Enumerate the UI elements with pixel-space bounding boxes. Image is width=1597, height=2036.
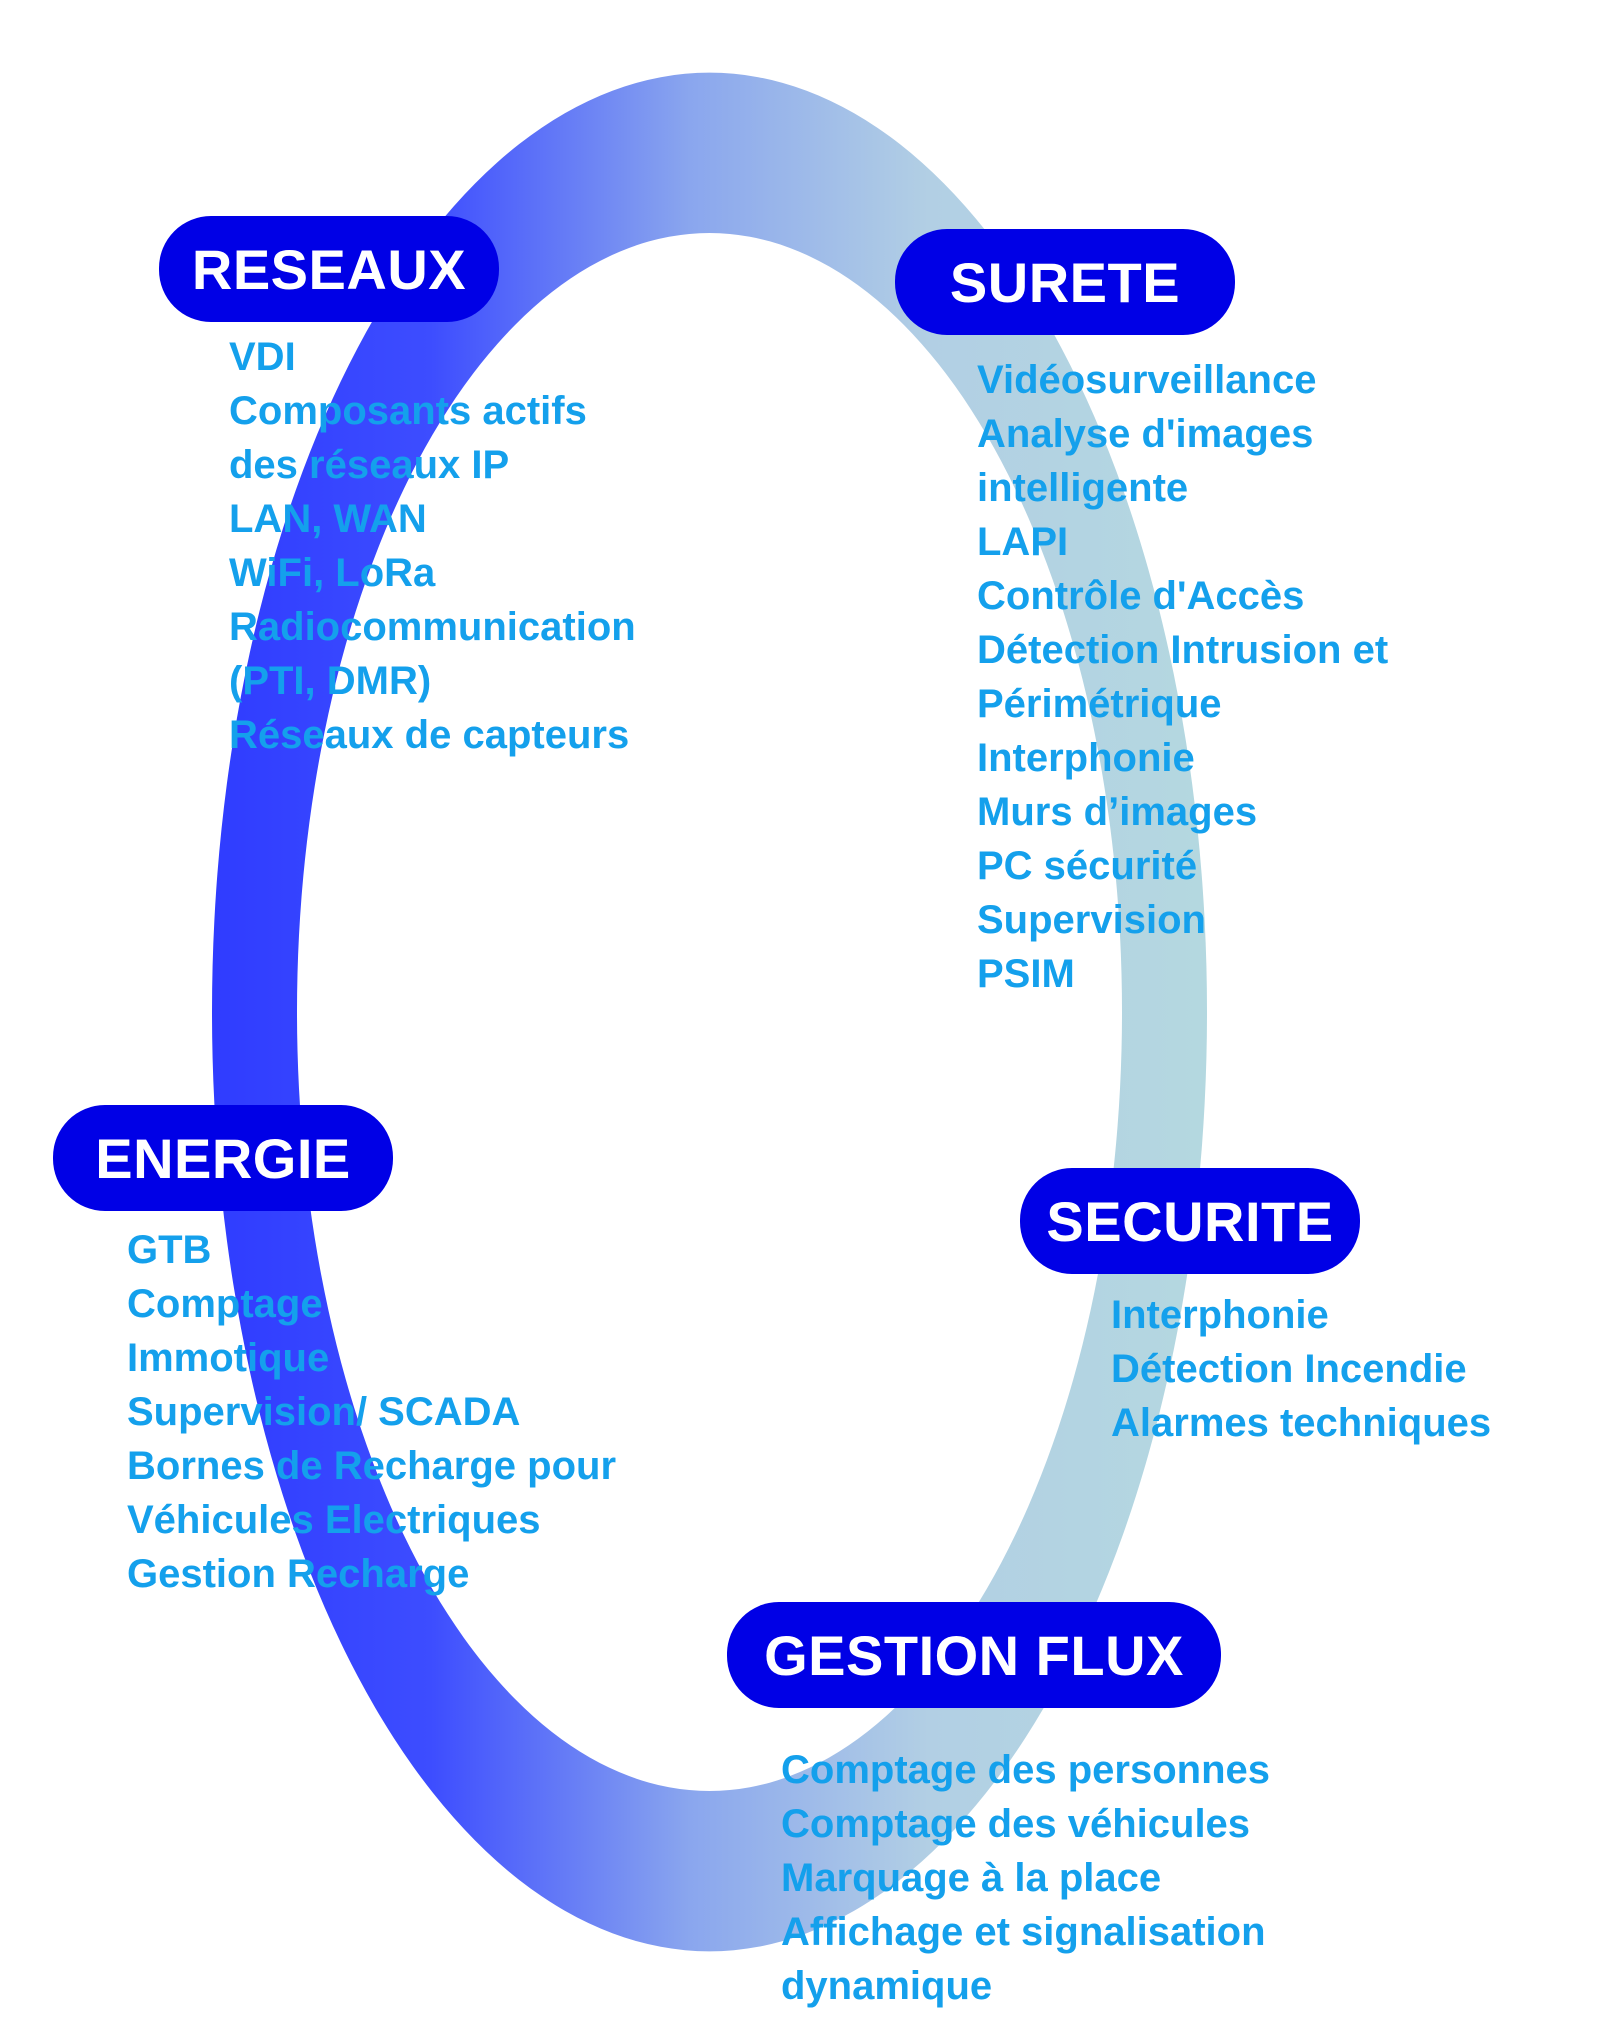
energie-item: Comptage <box>127 1282 323 1326</box>
energie-item: Gestion Recharge <box>127 1552 470 1596</box>
energie-item-list: GTB Comptage Immotique Supervision/ SCAD… <box>127 1223 616 1601</box>
surete-item: Analyse d'images <box>977 412 1314 456</box>
securite-item: Détection Incendie <box>1111 1347 1467 1391</box>
energie-item: GTB <box>127 1228 212 1272</box>
reseaux-item-list: VDI Composants actifs des réseaux IP LAN… <box>229 330 636 762</box>
gestion-flux-item-list: Comptage des personnes Comptage des véhi… <box>781 1743 1270 2013</box>
reseaux-item: LAN, WAN <box>229 497 427 541</box>
category-pill-surete: SURETE <box>895 229 1235 335</box>
energie-item: Véhicules Electriques <box>127 1498 541 1542</box>
surete-item: Murs d’images <box>977 790 1258 834</box>
surete-item: PC sécurité <box>977 844 1198 888</box>
gestion-flux-item: Comptage des personnes <box>781 1748 1271 1792</box>
category-pill-gestion-flux: GESTION FLUX <box>727 1602 1221 1708</box>
category-pill-reseaux: RESEAUX <box>159 216 499 322</box>
gestion-flux-item: Comptage des véhicules <box>781 1802 1251 1846</box>
reseaux-item: Radiocommunication <box>229 605 636 649</box>
energie-item: Immotique <box>127 1336 330 1380</box>
gestion-flux-item: dynamique <box>781 1964 993 2008</box>
surete-item: PSIM <box>977 952 1075 996</box>
reseaux-item: VDI <box>229 335 296 379</box>
reseaux-item: (PTI, DMR) <box>229 659 432 703</box>
surete-item: Interphonie <box>977 736 1195 780</box>
surete-item: LAPI <box>977 520 1069 564</box>
reseaux-item: Réseaux de capteurs <box>229 713 630 757</box>
surete-item: Contrôle d'Accès <box>977 574 1305 618</box>
gestion-flux-item: Affichage et signalisation <box>781 1910 1266 1954</box>
surete-item: Vidéosurveillance <box>977 358 1317 402</box>
category-pill-energie: ENERGIE <box>53 1105 393 1211</box>
energie-item: Bornes de Recharge pour <box>127 1444 617 1488</box>
surete-item-list: Vidéosurveillance Analyse d'images intel… <box>977 353 1388 1001</box>
reseaux-item: des réseaux IP <box>229 443 510 487</box>
securite-item-list: Interphonie Détection Incendie Alarmes t… <box>1111 1288 1491 1450</box>
securite-item: Interphonie <box>1111 1293 1329 1337</box>
surete-item: Périmétrique <box>977 682 1222 726</box>
gestion-flux-item: Marquage à la place <box>781 1856 1162 1900</box>
surete-item: intelligente <box>977 466 1189 510</box>
securite-item: Alarmes techniques <box>1111 1401 1492 1445</box>
energie-item: Supervision/ SCADA <box>127 1390 521 1434</box>
reseaux-item: Composants actifs <box>229 389 587 433</box>
category-pill-securite: SECURITE <box>1020 1168 1360 1274</box>
reseaux-item: WiFi, LoRa <box>229 551 436 595</box>
surete-item: Détection Intrusion et <box>977 628 1389 672</box>
surete-item: Supervision <box>977 898 1206 942</box>
